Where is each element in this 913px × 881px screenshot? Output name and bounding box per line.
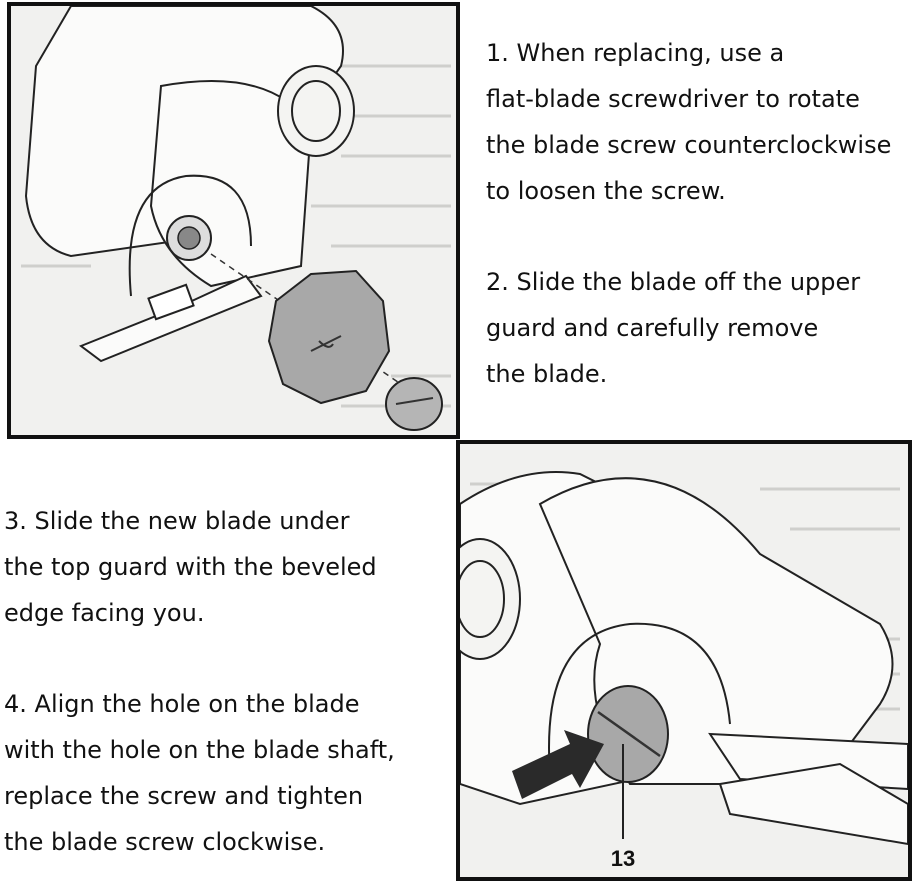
pivot-knob: [277, 65, 355, 157]
lower-guard: [78, 274, 263, 363]
step-text-line: to loosen the screw.: [486, 177, 726, 205]
step-text-line: 2. Slide the blade off the upper: [486, 268, 861, 296]
blade-shaft: [166, 215, 212, 261]
step-text-line: with the hole on the blade shaft,: [4, 736, 395, 764]
cutter-exploded-drawing: [21, 6, 451, 431]
cutter-closeup-drawing: 13: [460, 471, 908, 871]
step-text-line: replace the screw and tighten: [4, 782, 364, 810]
steps-3-4: 3. Slide the new blade under the top gua…: [4, 498, 395, 865]
illustration-install-screw: 13: [456, 440, 912, 881]
illustration-remove-blade: [7, 2, 460, 439]
step-text-line: the blade screw counterclockwise: [486, 131, 892, 159]
step-3: 3. Slide the new blade under the top gua…: [4, 498, 395, 636]
step-2: 2. Slide the blade off the upper guard a…: [486, 259, 891, 397]
blade-guard: [128, 174, 252, 297]
blade-hole: [310, 335, 342, 352]
callout-label: 13: [611, 846, 635, 871]
step-text-line: guard and carefully remove: [486, 314, 819, 342]
step-1: 1. When replacing, use a flat-blade scre…: [486, 30, 891, 214]
step-text-line: 1. When replacing, use a: [486, 39, 785, 67]
steps-1-2: 1. When replacing, use a flat-blade scre…: [486, 30, 891, 397]
lower-guard: [718, 762, 908, 846]
step-text-line: 4. Align the hole on the blade: [4, 690, 360, 718]
screw-slot: [597, 710, 661, 758]
guard-plate: [147, 283, 195, 321]
screw-slot: [395, 397, 434, 405]
step-text-line: 3. Slide the new blade under: [4, 507, 350, 535]
step-text-line: the top guard with the beveled: [4, 553, 377, 581]
step-4: 4. Align the hole on the blade with the …: [4, 681, 395, 865]
removed-blade: [267, 269, 391, 405]
pivot-knob: [460, 538, 521, 660]
removed-screw: [385, 377, 443, 431]
step-text-line: edge facing you.: [4, 599, 205, 627]
blade-guard: [548, 622, 731, 775]
pointer-arrow-icon: [512, 730, 604, 799]
step-text-line: flat-blade screwdriver to rotate: [486, 85, 860, 113]
step-text-line: the blade.: [486, 360, 608, 388]
step-text-line: the blade screw clockwise.: [4, 828, 326, 856]
